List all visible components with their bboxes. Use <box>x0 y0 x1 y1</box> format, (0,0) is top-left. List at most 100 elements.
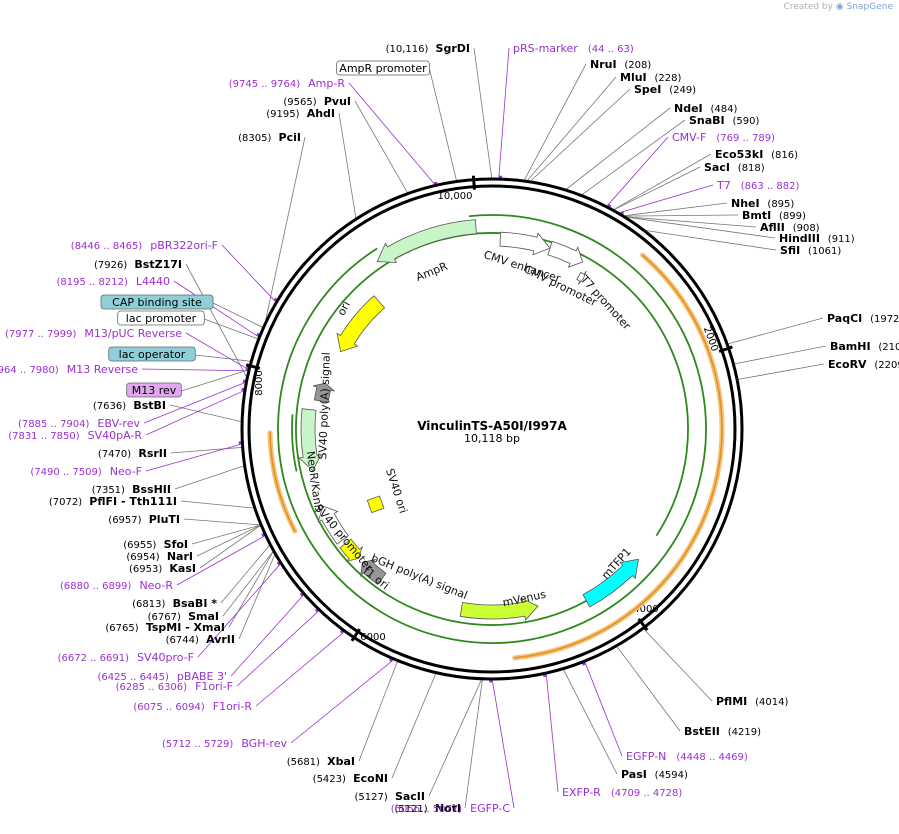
primer-label[interactable]: pRS-marker(44 .. 63) <box>513 42 634 55</box>
restriction-site-label[interactable]: (5423) EcoNI <box>313 772 388 785</box>
primer-label[interactable]: (9745 .. 9764)Amp-R <box>229 77 346 90</box>
primer-range: (769 .. 789) <box>716 133 775 144</box>
primer-label[interactable]: (7831 .. 7850)SV40pA-R <box>8 429 142 442</box>
boxed-feature-label[interactable]: lac operator <box>119 348 186 361</box>
site-name: PciI <box>279 131 301 144</box>
primer-range: (8195 .. 8212) <box>56 277 128 288</box>
feature-cmv-enhancer-arrow[interactable] <box>500 232 550 255</box>
restriction-site-label[interactable]: (6953) KasI <box>129 562 196 575</box>
restriction-site-label[interactable]: PaqCI (1972) <box>827 312 899 325</box>
restriction-site-label[interactable]: (6767) SmaI <box>148 610 219 623</box>
restriction-site-label[interactable]: Eco53kI (816) <box>715 148 798 161</box>
site-name: BsaBI * <box>173 597 218 610</box>
restriction-site-label[interactable]: (10,116) SgrDI <box>386 42 470 55</box>
restriction-site-label[interactable]: SacI (818) <box>704 161 765 174</box>
site-callout-line <box>200 526 260 568</box>
site-position: (6813) <box>132 599 168 610</box>
restriction-site-label[interactable]: BamHI (2107) <box>830 340 899 353</box>
restriction-site-label[interactable]: (7636) BstBI <box>93 399 166 412</box>
feature-ori-label[interactable]: ori <box>335 299 353 318</box>
site-callout-line <box>734 346 826 364</box>
boxed-feature-label[interactable]: lac promoter <box>126 312 197 325</box>
primer-name: EBV-rev <box>97 417 140 430</box>
restriction-site-label[interactable]: (6957) PluTI <box>108 513 180 526</box>
primer-label[interactable]: T7(863 .. 882) <box>716 179 800 192</box>
site-name: PflMI <box>716 695 751 708</box>
primer-label[interactable]: EGFP-N(4448 .. 4469) <box>626 750 748 763</box>
restriction-site-label[interactable]: (5681) XbaI <box>287 755 355 768</box>
primer-name: pBABE 3' <box>177 670 227 683</box>
primer-label[interactable]: (7885 .. 7904)EBV-rev <box>18 417 140 430</box>
restriction-site-label[interactable]: (6744) AvrII <box>166 633 235 646</box>
feature-sv40-ori-block[interactable] <box>367 496 384 513</box>
primer-label[interactable]: (6075 .. 6094)F1ori-R <box>133 700 252 713</box>
feature-cmv-promoter-arrow[interactable] <box>548 241 583 267</box>
restriction-site-label[interactable]: (7351) BssHII <box>92 483 171 496</box>
boxed-feature-label[interactable]: M13 rev <box>132 384 177 397</box>
site-callout-line <box>582 120 685 195</box>
primer-label[interactable]: (7977 .. 7999)M13/pUC Reverse <box>5 327 182 340</box>
primer-callout-line <box>546 675 558 792</box>
restriction-site-label[interactable]: (8305) PciI <box>238 131 301 144</box>
restriction-site-label[interactable]: BstEII (4219) <box>684 725 761 738</box>
site-name: SfoI <box>164 538 188 551</box>
restriction-site-label[interactable]: EcoRV (2209) <box>828 358 899 371</box>
restriction-site-label[interactable]: (6813) BsaBI * <box>132 597 217 610</box>
feature-ampr-label[interactable]: AmpR <box>414 259 450 283</box>
primer-label[interactable]: EXFP-R(4709 .. 4728) <box>562 786 682 799</box>
restriction-site-label[interactable]: (7072) PflFI - Tth111I <box>49 495 177 508</box>
site-name: NarI <box>167 550 193 563</box>
tick-label: 10,000 <box>438 191 473 202</box>
restriction-site-label[interactable]: SfiI (1061) <box>780 244 841 257</box>
restriction-site-label[interactable]: (7926) BstZ17I <box>94 258 182 271</box>
snapgene-credit: Created by ◉ SnapGene <box>783 2 893 12</box>
primer-label[interactable]: (7490 .. 7509)Neo-F <box>30 465 142 478</box>
primer-range: (6285 .. 6306) <box>116 682 188 693</box>
site-position: (5681) <box>287 757 323 768</box>
site-callout-line <box>624 203 727 216</box>
restriction-site-label[interactable]: (9565) PvuI <box>283 95 351 108</box>
site-callout-line <box>614 167 700 210</box>
box-callout-line <box>204 319 258 339</box>
primer-name: Neo-R <box>139 579 173 592</box>
restriction-site-label[interactable]: (6955) SfoI <box>123 538 188 551</box>
restriction-site-label[interactable]: (9195) AhdI <box>266 107 335 120</box>
feature-ampr-arrow[interactable] <box>377 220 476 263</box>
site-callout-line <box>625 215 738 216</box>
restriction-site-label[interactable]: PasI (4594) <box>621 768 688 781</box>
restriction-site-label[interactable]: (6954) NarI <box>126 550 193 563</box>
site-callout-line <box>223 552 273 616</box>
primer-range: (863 .. 882) <box>741 181 800 192</box>
feature-sv40-polya-label[interactable]: SV40 poly(A) signal <box>316 352 333 460</box>
restriction-site-label[interactable]: NruI (208) <box>590 58 651 71</box>
primer-label[interactable]: (5712 .. 5729)BGH-rev <box>162 737 288 750</box>
orf-rail-core <box>270 433 295 531</box>
primer-label[interactable]: (5056 .. 5077)EGFP-C <box>391 802 511 815</box>
site-position: (6953) <box>129 564 165 575</box>
feature-sv40-promoter-label[interactable]: SV40 promoter <box>312 502 376 574</box>
restriction-site-label[interactable]: SnaBI (590) <box>689 114 759 127</box>
primer-label[interactable]: (6880 .. 6899)Neo-R <box>60 579 173 592</box>
primer-label[interactable]: CMV-F(769 .. 789) <box>672 131 775 144</box>
primer-callout-line <box>237 611 318 686</box>
boxed-feature-label[interactable]: AmpR promoter <box>339 62 427 75</box>
site-position: (2107) <box>878 342 899 353</box>
primer-label[interactable]: (8446 .. 8465)pBR322ori-F <box>71 239 218 252</box>
primer-label[interactable]: (7964 .. 7980)M13 Reverse <box>0 363 138 376</box>
boxed-feature-label[interactable]: CAP binding site <box>112 296 202 309</box>
restriction-site-label[interactable]: (7470) RsrII <box>98 447 167 460</box>
primer-label[interactable]: (8195 .. 8212)L4440 <box>56 275 170 288</box>
site-callout-line <box>171 447 242 453</box>
box-callout-line <box>181 370 249 391</box>
restriction-site-label[interactable]: PflMI (4014) <box>716 695 788 708</box>
primer-callout-line <box>349 83 434 184</box>
primer-name: EXFP-R <box>562 786 601 799</box>
restriction-site-label[interactable]: SpeI (249) <box>634 83 696 96</box>
site-position: (4219) <box>728 727 761 738</box>
primer-label[interactable]: (6425 .. 6445)pBABE 3' <box>98 670 228 683</box>
primer-label[interactable]: (6672 .. 6691)SV40pro-F <box>58 651 194 664</box>
site-name: SacII <box>395 790 425 803</box>
feature-sv40-ori-label[interactable]: SV40 ori <box>383 467 410 515</box>
restriction-site-label[interactable]: (5127) SacII <box>355 790 426 803</box>
